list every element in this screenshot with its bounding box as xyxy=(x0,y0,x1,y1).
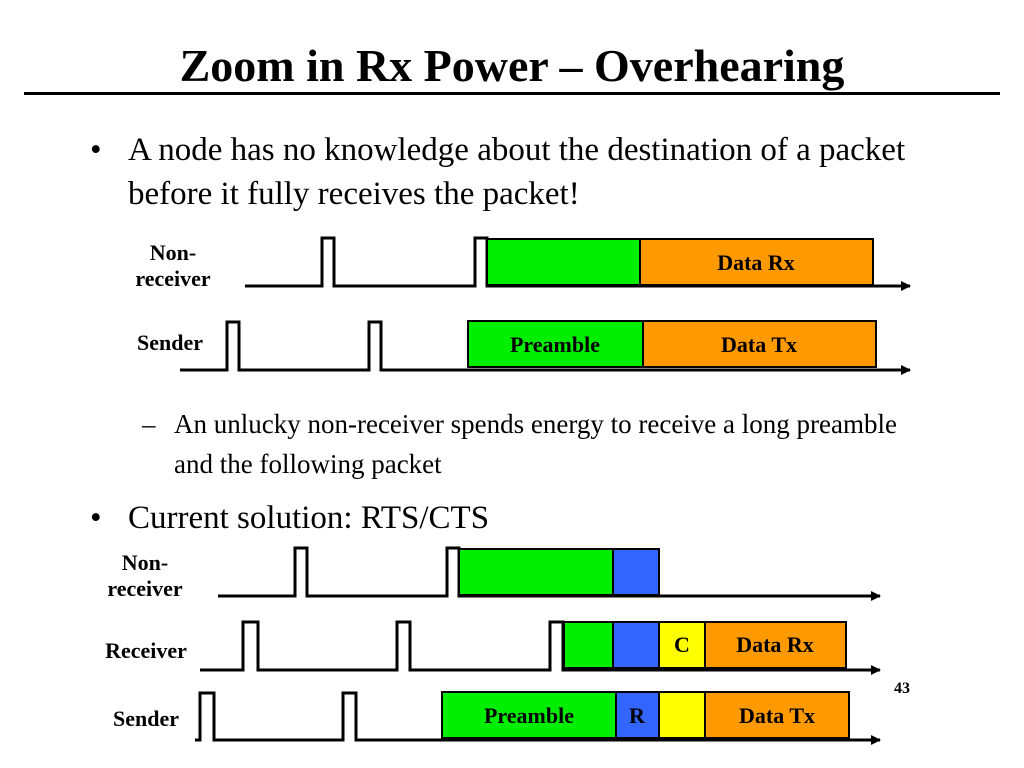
bullet-mark: • xyxy=(90,132,102,168)
title-underline xyxy=(24,92,1000,95)
box-yellow xyxy=(658,691,706,739)
box-label-data-tx: Data Tx xyxy=(739,703,815,728)
bullet-text: Current solution: RTS/CTS xyxy=(128,500,490,536)
box-blue xyxy=(612,548,660,596)
box-green xyxy=(458,548,614,596)
signal-sender-1 xyxy=(180,320,911,375)
box-data-rx xyxy=(704,621,847,669)
label-line: Non- receiver xyxy=(135,240,211,291)
box-label-cts: C xyxy=(674,632,690,657)
sub-bullet-text: An unlucky non-receiver spends energy to… xyxy=(174,409,897,479)
box-data-rx xyxy=(639,238,874,286)
box-rts xyxy=(615,691,660,739)
box-label-preamble: Preamble xyxy=(510,332,600,357)
box-label-data-rx: Data Rx xyxy=(736,632,814,657)
box-blue xyxy=(612,621,660,669)
box-label-data-tx: Data Tx xyxy=(721,332,797,357)
row-label-sender: Sender xyxy=(137,330,203,355)
box-label-preamble: Preamble xyxy=(484,703,574,728)
page-number: 43 xyxy=(894,680,910,697)
box-green xyxy=(486,238,641,286)
box-cts xyxy=(658,621,706,669)
signal-receiver-2 xyxy=(200,620,881,675)
slide-title: Zoom in Rx Power – Overhearing xyxy=(179,40,845,91)
box-data-tx xyxy=(642,320,877,368)
bullet-text: A node has no knowledge about the destin… xyxy=(128,132,906,212)
row-label-non-receiver: Non- receiver xyxy=(90,550,200,602)
box-label-data-rx: Data Rx xyxy=(717,250,795,275)
box-label-rts: R xyxy=(629,703,646,728)
sub-bullet-mark: – xyxy=(142,409,156,439)
box-preamble xyxy=(467,320,644,368)
box-data-tx xyxy=(704,691,850,739)
row-label-non-receiver: Non- receiver xyxy=(118,240,228,292)
box-green xyxy=(563,621,614,669)
row-label-sender: Sender xyxy=(113,706,179,731)
row-label-receiver: Receiver xyxy=(105,638,187,663)
signal-sender-2 xyxy=(195,691,881,745)
bullet-mark: • xyxy=(90,500,102,536)
label-line: Non- receiver xyxy=(107,550,183,601)
